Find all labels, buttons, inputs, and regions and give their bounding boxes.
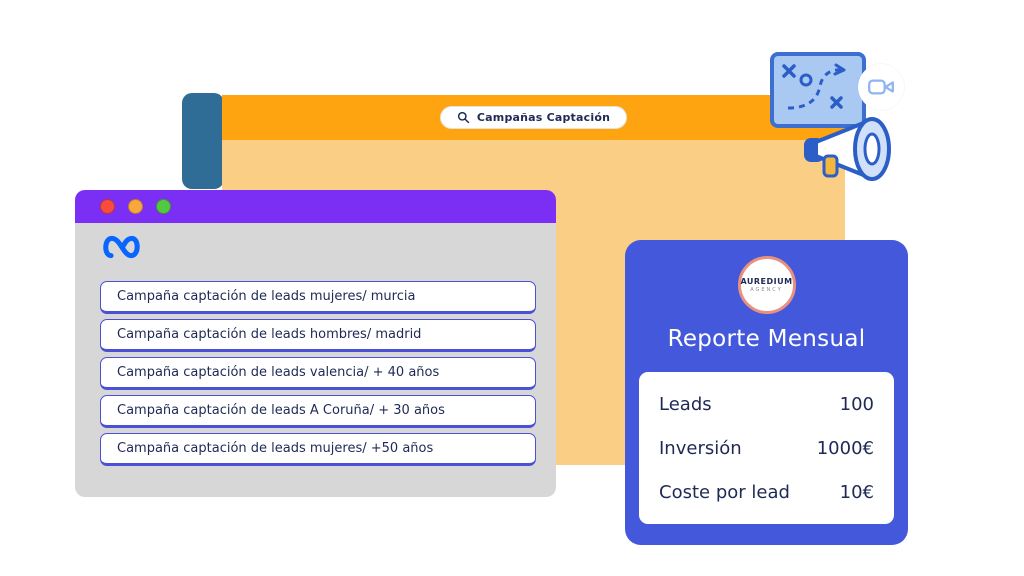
campaign-list: Campaña captación de leads mujeres/ murc…	[100, 281, 536, 471]
megaphone-icon	[804, 117, 891, 181]
metric-row-coste-por-lead: Coste por lead 10€	[659, 482, 874, 503]
report-metrics-panel: Leads 100 Inversión 1000€ Coste por lead…	[639, 372, 894, 524]
metric-value: 100	[839, 393, 874, 415]
maximize-window-button[interactable]	[156, 199, 171, 214]
campaign-list-item[interactable]: Campaña captación de leads mujeres/ +50 …	[100, 433, 536, 466]
campaign-list-item[interactable]: Campaña captación de leads mujeres/ murc…	[100, 281, 536, 314]
megaphone-strategy-illustration	[770, 52, 891, 181]
monthly-report-card: AUREDIUM AGENCY Reporte Mensual Leads 10…	[625, 240, 908, 545]
metric-value: 1000€	[816, 437, 874, 459]
video-camera-button[interactable]	[858, 64, 904, 110]
search-icon	[457, 111, 469, 124]
meta-logo-icon	[103, 235, 140, 259]
campaign-list-item[interactable]: Campaña captación de leads A Coruña/ + 3…	[100, 395, 536, 428]
ads-window-titlebar	[75, 190, 556, 223]
video-camera-icon	[868, 79, 894, 95]
metric-label: Coste por lead	[659, 481, 790, 503]
auredium-agency-logo: AUREDIUM AGENCY	[737, 256, 796, 314]
search-bar[interactable]: Campañas Captación	[439, 106, 628, 129]
report-title: Reporte Mensual	[667, 326, 866, 352]
agency-logo-name: AUREDIUM	[740, 277, 793, 286]
browser-side-tab	[182, 93, 224, 189]
metric-row-leads: Leads 100	[659, 394, 874, 415]
agency-logo-subline: AGENCY	[750, 287, 783, 293]
metric-label: Leads	[659, 393, 712, 415]
search-label: Campañas Captación	[476, 111, 611, 124]
metric-row-inversion: Inversión 1000€	[659, 438, 874, 459]
campaign-list-item[interactable]: Campaña captación de leads hombres/ madr…	[100, 319, 536, 352]
browser-toolbar: Campañas Captación	[222, 95, 845, 140]
minimize-window-button[interactable]	[128, 199, 143, 214]
ads-manager-window: Campaña captación de leads mujeres/ murc…	[75, 190, 556, 497]
tactics-board-icon	[770, 52, 866, 128]
metric-label: Inversión	[659, 437, 742, 459]
campaign-list-item[interactable]: Campaña captación de leads valencia/ + 4…	[100, 357, 536, 390]
close-window-button[interactable]	[100, 199, 115, 214]
metric-value: 10€	[839, 481, 874, 503]
